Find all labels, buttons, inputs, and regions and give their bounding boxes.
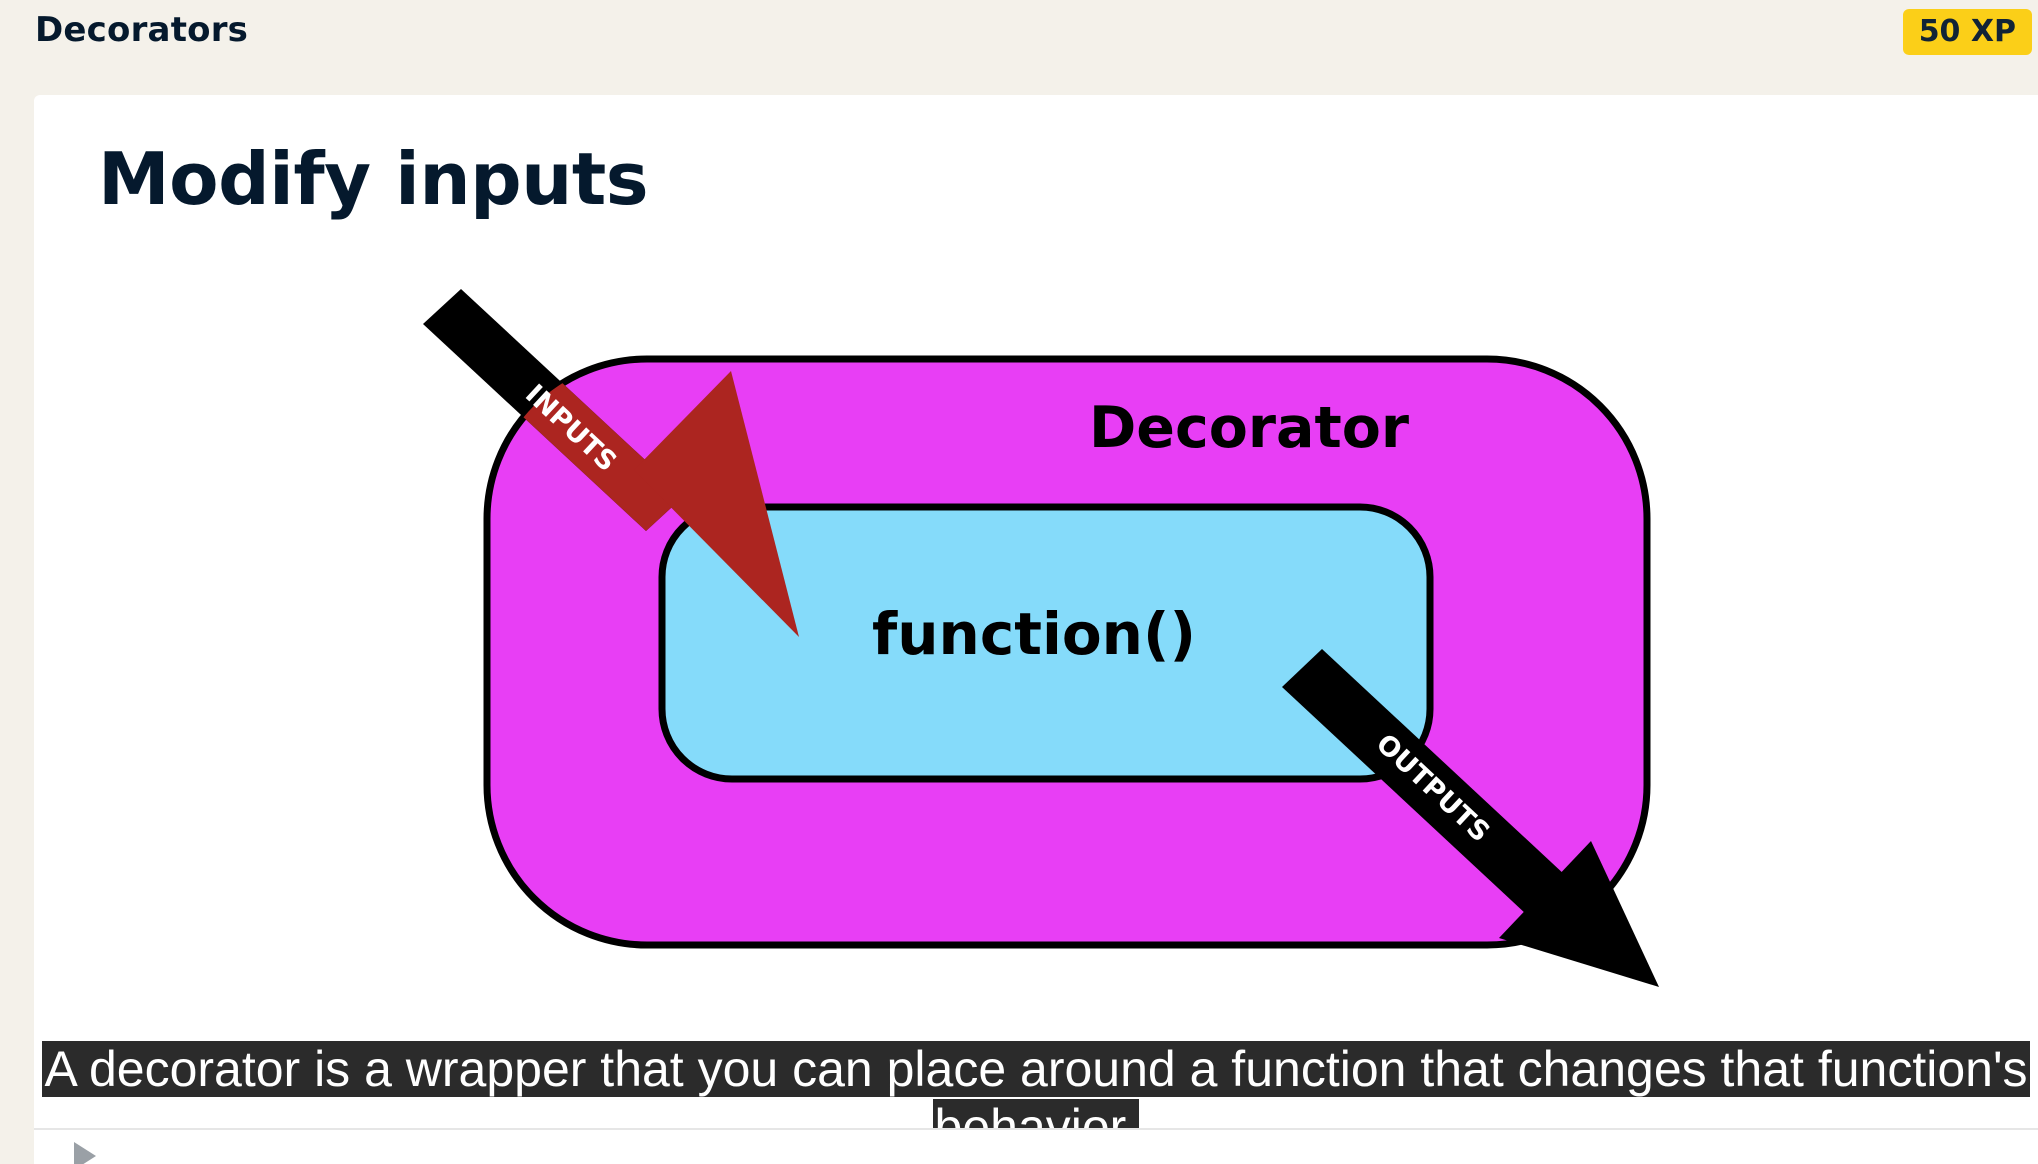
decorator-label: Decorator — [1089, 395, 1409, 461]
slide-panel: Modify inputs Decorator function() INPUT… — [34, 95, 2038, 1164]
xp-badge: 50 XP — [1902, 9, 2032, 55]
inputs-arrow-shaft-inside — [487, 359, 684, 531]
course-title: Decorators — [35, 10, 249, 50]
outputs-arrow-head — [1499, 841, 1659, 987]
decorator-diagram: Decorator function() INPUTS OUTPUTS — [423, 289, 1659, 987]
outputs-arrow-shaft — [1282, 649, 1566, 914]
inputs-arrow-head — [634, 371, 799, 637]
play-icon[interactable] — [74, 1142, 96, 1164]
function-label: function() — [872, 600, 1196, 668]
video-controls — [34, 1128, 2038, 1164]
slide-heading: Modify inputs — [98, 137, 649, 221]
top-bar: Decorators 50 XP — [0, 0, 2038, 68]
function-box — [658, 503, 1434, 783]
